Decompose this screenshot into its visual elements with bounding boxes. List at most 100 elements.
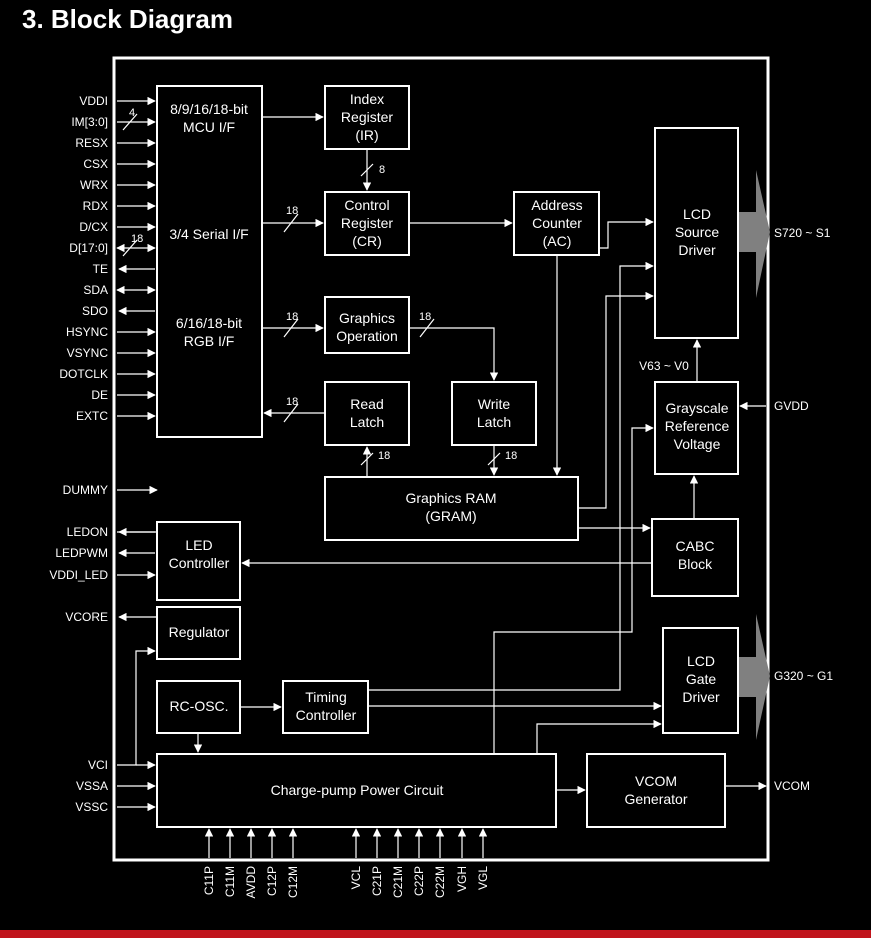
left-pin-label-10: SDO [82, 304, 108, 318]
charge-pump-label-0: Charge-pump Power Circuit [271, 782, 444, 798]
bottom-pin-label-10: VGH [455, 866, 469, 892]
bottom-pin-label-3: C12P [265, 866, 279, 896]
bottom-pin-label-7: C21M [391, 866, 405, 898]
left-pin-label-6: D/CX [79, 220, 108, 234]
left-pin-label-21: VCI [88, 758, 108, 772]
bottom-pin-label-9: C22M [433, 866, 447, 898]
index-label-0: Index [350, 91, 384, 107]
v63-v0-label: V63 ~ V0 [639, 359, 689, 373]
page-title: 3. Block Diagram [22, 4, 233, 34]
right-pin-label-1: GVDD [774, 399, 809, 413]
lcd-gate-label-2: Driver [682, 689, 720, 705]
write-latch-label-0: Write [478, 396, 511, 412]
lcd-source-label-1: Source [675, 224, 720, 240]
gram-block [324, 476, 579, 541]
led-label-0: LED [185, 537, 212, 553]
mcu-label-1: MCU I/F [183, 119, 235, 135]
graphics-operation-block [324, 296, 410, 354]
grayscale-reference-block [654, 381, 739, 475]
charge-pump-block [156, 753, 557, 828]
left-pin-label-15: EXTC [76, 409, 108, 423]
bus-label-ir-cr: 8 [379, 164, 385, 176]
bottom-pin-label-6: C21P [370, 866, 384, 896]
cabc-label-1: Block [678, 556, 713, 572]
bus-label-serial-cr: 18 [286, 205, 298, 217]
bus-label-rl-gram: 18 [378, 450, 390, 462]
address-label-2: (AC) [543, 233, 572, 249]
bottom-pin-label-0: C11P [202, 866, 216, 895]
left-pin-label-19: VDDI_LED [49, 568, 108, 582]
lcd-source-label-2: Driver [678, 242, 716, 258]
bus-label-rgb-go: 18 [286, 311, 298, 323]
address-label-1: Counter [532, 215, 582, 231]
graphics-op-label-1: Operation [336, 328, 397, 344]
gate-output-arrow [738, 614, 770, 740]
address-label-0: Address [531, 197, 582, 213]
control-label-2: (CR) [352, 233, 382, 249]
vcom-generator-block [586, 753, 726, 828]
cabc-label-0: CABC [676, 538, 715, 554]
left-pin-label-7: D[17:0] [69, 241, 108, 255]
interface-block [156, 85, 263, 438]
write-latch-block [451, 381, 537, 446]
bus-label-data: 18 [131, 233, 143, 245]
mcu-label-0: 8/9/16/18-bit [170, 101, 248, 117]
left-pin-labels: VDDIIM[3:0]RESXCSXWRXRDXD/CXD[17:0]TESDA… [49, 94, 108, 814]
grayscale-label-0: Grayscale [665, 400, 728, 416]
left-pin-label-4: WRX [80, 178, 108, 192]
lcd-source-label-0: LCD [683, 206, 711, 222]
write-latch-label-1: Latch [477, 414, 511, 430]
rgb-label-1: RGB I/F [184, 333, 235, 349]
led-label-1: Controller [169, 555, 230, 571]
left-pin-label-16: DUMMY [63, 483, 108, 497]
left-pin-label-12: VSYNC [67, 346, 109, 360]
regulator-block [156, 606, 241, 660]
read-latch-label-1: Latch [350, 414, 384, 430]
timing-controller-block [282, 680, 369, 734]
regulator-label-0: Regulator [169, 624, 230, 640]
control-label-1: Register [341, 215, 393, 231]
bus-label-read: 18 [286, 396, 298, 408]
right-pin-label-0: S720 ~ S1 [774, 226, 831, 240]
left-pin-label-18: LEDPWM [55, 546, 108, 560]
left-pin-label-0: VDDI [79, 94, 108, 108]
right-pin-labels: S720 ~ S1 GVDD G320 ~ G1 VCOM [774, 226, 833, 793]
rc-osc-label-0: RC-OSC. [169, 698, 228, 714]
index-label-2: (IR) [355, 127, 378, 143]
left-pin-label-20: VCORE [65, 610, 108, 624]
left-pin-lines [116, 96, 158, 812]
lcd-source-driver-block [654, 127, 739, 339]
left-pin-label-17: LEDON [67, 525, 108, 539]
left-pin-label-8: TE [93, 262, 108, 276]
gram-label-0: Graphics RAM [405, 490, 496, 506]
left-pin-label-23: VSSC [75, 800, 108, 814]
right-pin-label-2: G320 ~ G1 [774, 669, 833, 683]
bus-label-go-wl: 18 [419, 311, 431, 323]
address-counter-block [513, 191, 600, 256]
index-label-1: Register [341, 109, 393, 125]
graphics-op-label-0: Graphics [339, 310, 395, 326]
read-latch-label-0: Read [350, 396, 383, 412]
bottom-pin-lines [204, 828, 488, 858]
bottom-pin-label-5: VCL [349, 866, 363, 890]
left-pin-label-22: VSSA [76, 779, 108, 793]
lcd-gate-label-1: Gate [686, 671, 717, 687]
right-pin-label-3: VCOM [774, 779, 810, 793]
left-pin-label-13: DOTCLK [59, 367, 108, 381]
control-label-0: Control [344, 197, 389, 213]
rgb-label-0: 6/16/18-bit [176, 315, 242, 331]
source-output-arrow [738, 170, 770, 298]
left-pin-label-2: RESX [75, 136, 108, 150]
bottom-accent-bar [0, 930, 871, 938]
vcom-label-0: VCOM [635, 773, 677, 789]
bottom-pin-label-11: VGL [476, 866, 490, 890]
connections [117, 112, 702, 795]
timing-label-1: Controller [296, 707, 357, 723]
bottom-pin-label-1: C11M [223, 866, 237, 897]
bottom-pin-label-2: AVDD [244, 866, 258, 899]
left-pin-label-11: HSYNC [66, 325, 108, 339]
left-pin-label-9: SDA [83, 283, 108, 297]
